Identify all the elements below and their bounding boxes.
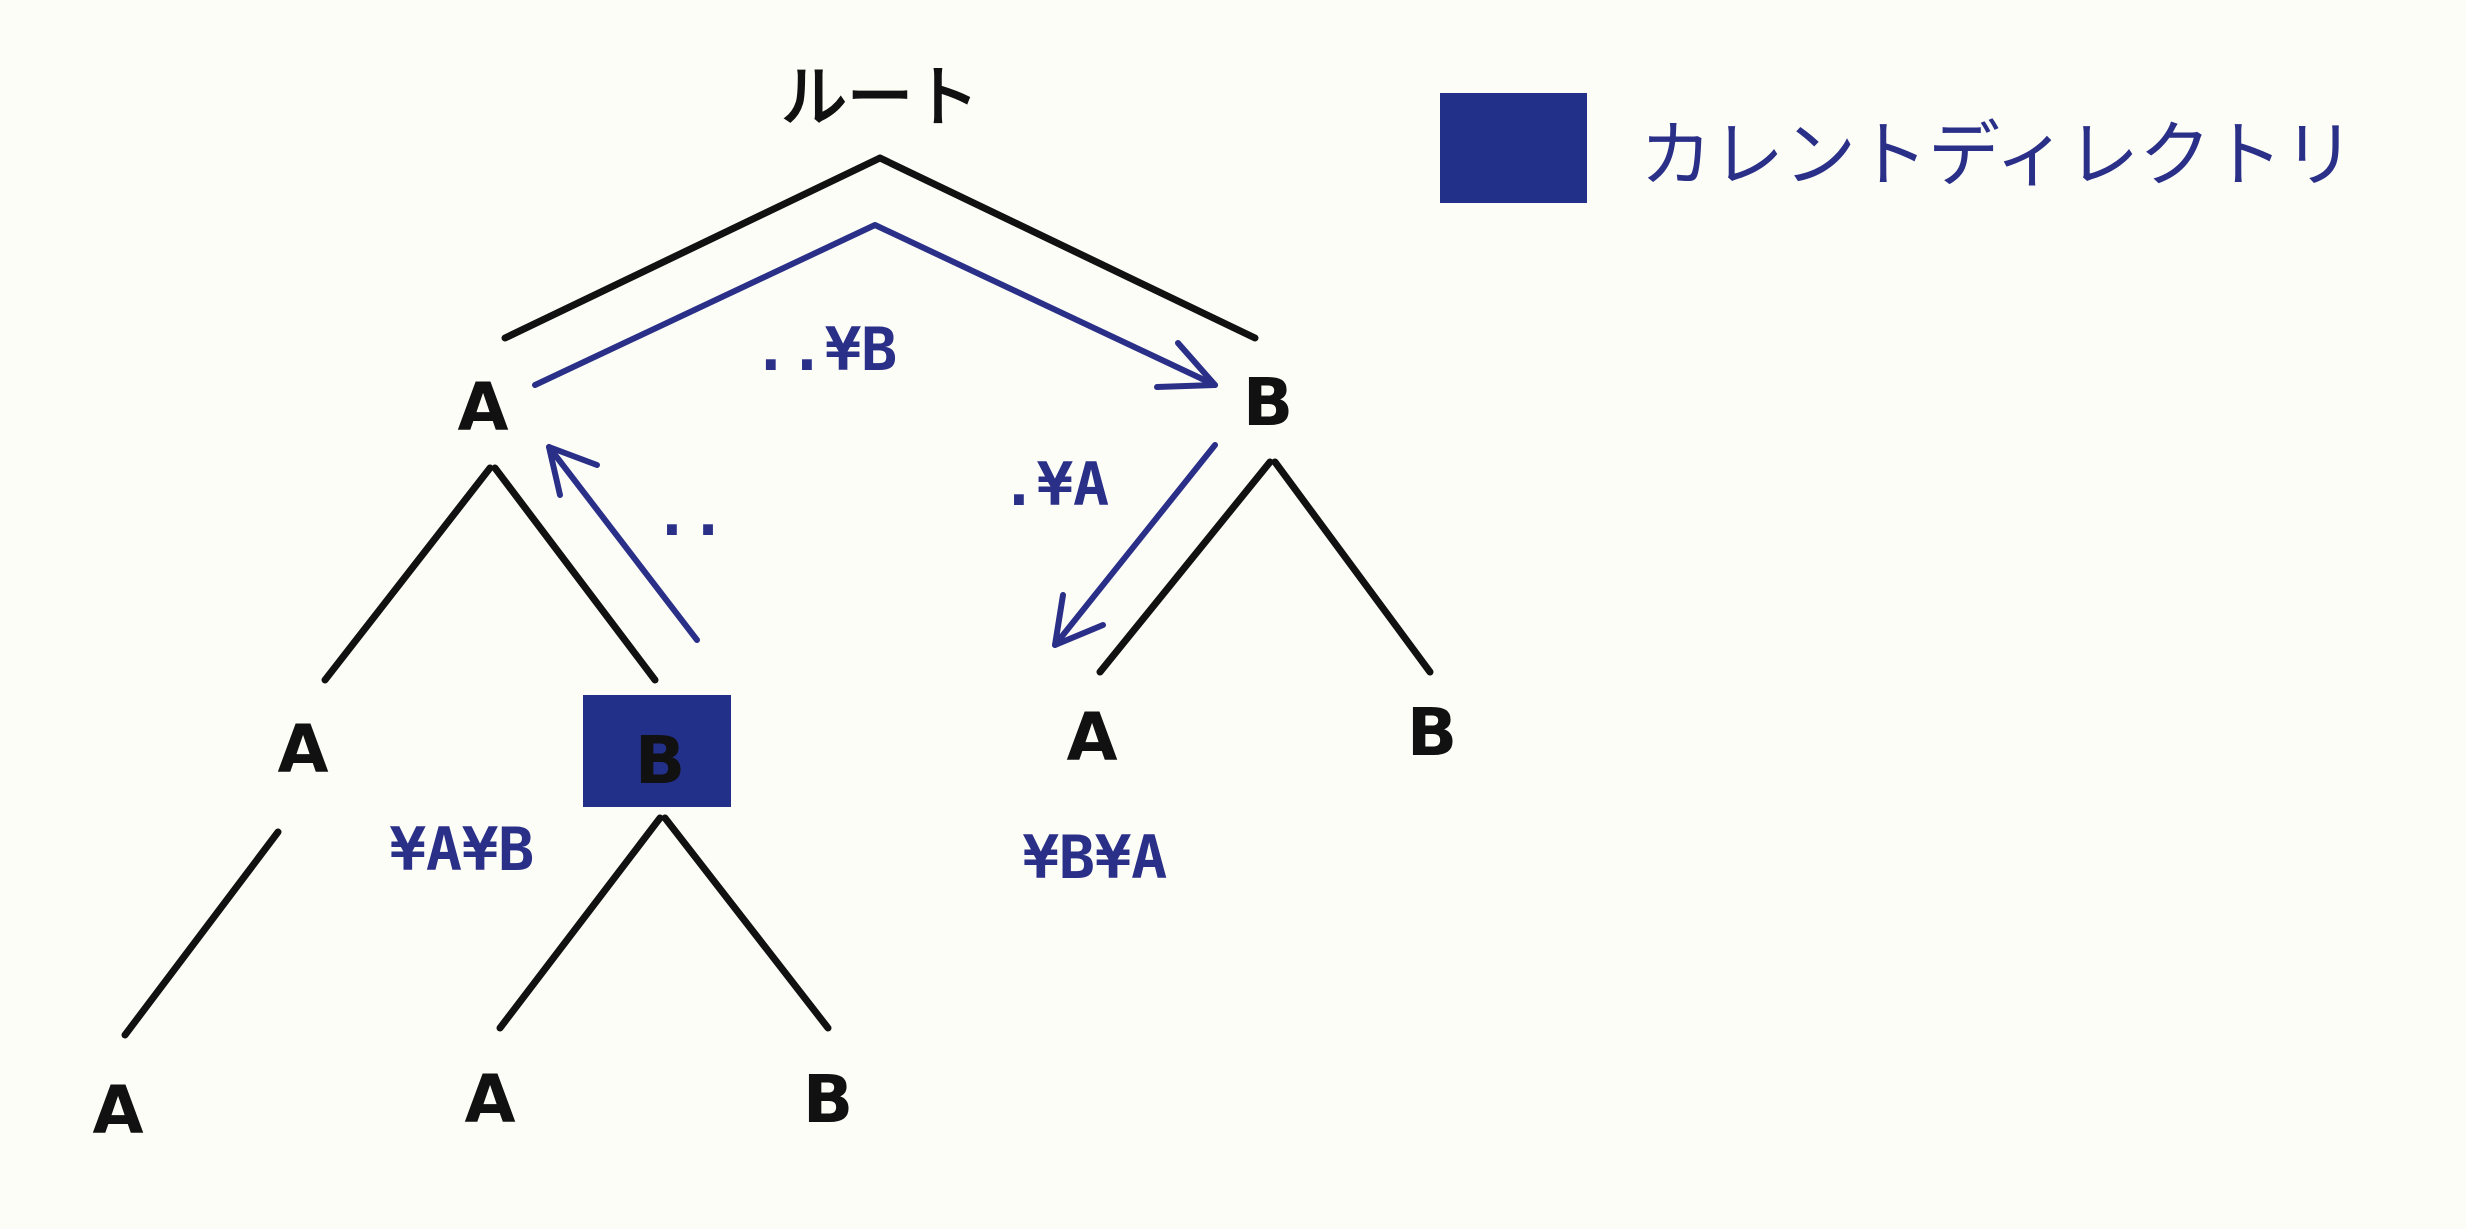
arrow-b-to-parent bbox=[546, 444, 700, 643]
edge-ab-aba bbox=[496, 814, 664, 1032]
edge-aa-aaa bbox=[121, 828, 282, 1039]
node-a-b-current: B bbox=[635, 722, 685, 799]
node-root: ルート bbox=[781, 59, 979, 136]
legend-swatch bbox=[1440, 93, 1587, 203]
path-label-to-b-via-root: ..¥B bbox=[753, 315, 898, 385]
arrow-b-to-parent-head bbox=[546, 444, 600, 498]
edge-a-aa bbox=[321, 464, 494, 684]
path-label-absolute-current: ¥A¥B bbox=[390, 815, 535, 885]
edge-a-ab bbox=[491, 464, 659, 684]
current-directory-box bbox=[583, 695, 731, 807]
edge-ab-abb bbox=[661, 814, 832, 1032]
node-a-b-a: A bbox=[464, 1061, 515, 1138]
arrow-a-to-b-via-root-head bbox=[1154, 340, 1218, 390]
node-b-b: B bbox=[1407, 694, 1457, 771]
node-a-a-a: A bbox=[92, 1072, 143, 1149]
arrow-b-to-b-a bbox=[1052, 442, 1218, 648]
arrow-a-to-b-via-root bbox=[532, 222, 1218, 388]
tree-edges bbox=[121, 154, 1434, 1039]
node-a-b-b: B bbox=[803, 1061, 853, 1138]
path-label-to-parent: .. bbox=[654, 480, 726, 550]
legend-label: カレントディレクトリ bbox=[1640, 113, 2355, 197]
node-b-a: A bbox=[1066, 699, 1117, 776]
edge-b-ba bbox=[1096, 458, 1274, 676]
path-label-to-b-a: .¥A bbox=[1001, 450, 1109, 520]
node-a-a: A bbox=[277, 711, 328, 788]
tree-nodes: ルート A B A B A B A A B bbox=[92, 59, 1457, 1149]
path-labels: ..¥B .. .¥A ¥A¥B ¥B¥A bbox=[390, 315, 1168, 893]
arrow-b-to-b-a-head bbox=[1052, 592, 1106, 648]
edge-b-bb bbox=[1271, 458, 1434, 676]
legend: カレントディレクトリ bbox=[1440, 93, 2355, 203]
navigation-arrows bbox=[532, 222, 1218, 648]
edge-root-b bbox=[876, 154, 1259, 342]
path-label-absolute-b-a: ¥B¥A bbox=[1023, 823, 1168, 893]
node-a: A bbox=[457, 369, 508, 446]
edge-root-a bbox=[501, 154, 884, 342]
node-b: B bbox=[1243, 364, 1293, 441]
